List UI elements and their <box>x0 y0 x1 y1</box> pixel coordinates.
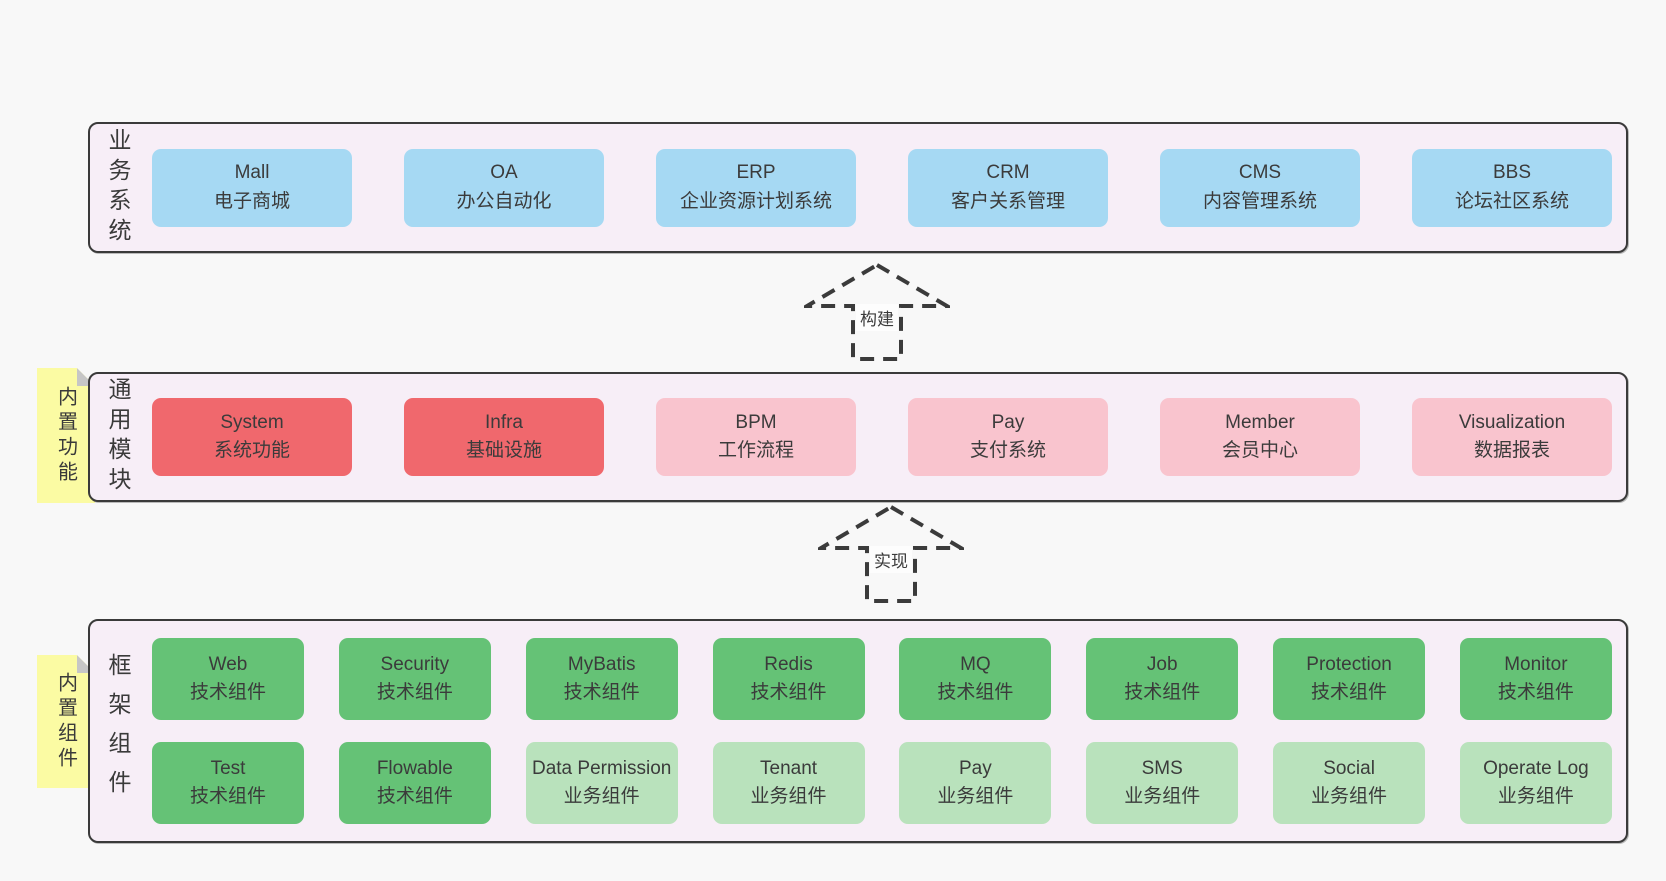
node-subtitle: 技术组件 <box>937 682 1014 703</box>
node-subtitle: 技术组件 <box>1497 682 1574 703</box>
node-title: Web <box>208 653 248 675</box>
node-title: Member <box>1225 411 1295 433</box>
node-title: Tenant <box>760 757 818 779</box>
node-pay-component: Pay 业务组件 <box>899 742 1052 824</box>
node-bbs: BBS 论坛社区系统 <box>1412 148 1612 227</box>
node-subtitle: 电子商城 <box>213 190 290 212</box>
node-title: Test <box>210 757 246 779</box>
node-title: OA <box>490 162 518 183</box>
sticky-note-built-in-features: 内置功能 <box>37 368 95 503</box>
node-title: BPM <box>735 411 777 433</box>
layer-label-business-systems: 业务系统 <box>105 127 131 248</box>
node-title: BBS <box>1492 162 1532 183</box>
node-subtitle: 业务组件 <box>750 786 827 807</box>
sticky-note-text: 内置组件 <box>54 671 77 772</box>
node-crm: CRM 客户关系管理 <box>908 148 1108 227</box>
node-subtitle: 内容管理系统 <box>1202 190 1317 212</box>
node-visualization: Visualization 数据报表 <box>1412 398 1612 476</box>
node-subtitle: 业务组件 <box>1497 786 1574 807</box>
node-subtitle: 业务组件 <box>1311 786 1388 807</box>
node-title: Infra <box>484 411 524 433</box>
layer-label-common-modules: 通用模块 <box>105 377 131 497</box>
common-modules-layer: 通用模块 System 系统功能 Infra 基础设施 BPM 工作流程 Pay… <box>88 372 1628 502</box>
node-subtitle: 企业资源计划系统 <box>679 190 832 212</box>
build-arrow: 构建 <box>804 262 950 362</box>
node-subtitle: 会员中心 <box>1221 440 1298 461</box>
node-subtitle: 业务组件 <box>563 786 640 807</box>
node-subtitle: 技术组件 <box>1124 682 1201 703</box>
node-oa: OA 办公自动化 <box>404 148 604 227</box>
layer-label-framework-components: 框架组件 <box>105 653 131 809</box>
node-title: Security <box>380 653 450 675</box>
node-mq: MQ 技术组件 <box>899 638 1052 720</box>
node-title: Protection <box>1306 653 1392 675</box>
node-flowable: Flowable 技术组件 <box>338 742 491 824</box>
node-job: Job 技术组件 <box>1086 638 1239 720</box>
node-title: CRM <box>986 162 1030 183</box>
node-title: Data Permission <box>531 757 672 779</box>
node-title: Social <box>1323 757 1375 779</box>
node-bpm: BPM 工作流程 <box>656 398 856 476</box>
node-sms: SMS 业务组件 <box>1086 742 1239 824</box>
node-title: MQ <box>960 653 991 675</box>
node-title: MyBatis <box>567 653 636 675</box>
node-subtitle: 技术组件 <box>750 682 827 703</box>
implement-arrow: 实现 <box>818 504 964 604</box>
node-pay-system: Pay 支付系统 <box>908 398 1108 476</box>
arrow-label: 实现 <box>870 546 912 573</box>
node-subtitle: 技术组件 <box>1311 682 1388 703</box>
node-protection: Protection 技术组件 <box>1273 638 1426 720</box>
node-subtitle: 技术组件 <box>376 682 453 703</box>
node-subtitle: 支付系统 <box>969 440 1046 461</box>
arrow-label: 构建 <box>856 304 898 331</box>
node-title: CMS <box>1238 162 1282 183</box>
node-title: Operate Log <box>1483 757 1589 779</box>
node-subtitle: 技术组件 <box>563 682 640 703</box>
node-title: System <box>220 411 284 433</box>
node-tenant: Tenant 业务组件 <box>712 742 865 824</box>
node-title: Mall <box>234 162 270 183</box>
node-infra: Infra 基础设施 <box>404 398 604 476</box>
node-title: Pay <box>959 757 992 779</box>
node-title: Redis <box>764 653 813 675</box>
node-subtitle: 系统功能 <box>213 440 290 461</box>
node-mybatis: MyBatis 技术组件 <box>525 638 678 720</box>
node-title: ERP <box>736 162 776 183</box>
sticky-note-text: 内置功能 <box>54 385 77 486</box>
node-title: Flowable <box>376 757 453 779</box>
node-mall: Mall 电子商城 <box>152 148 352 227</box>
node-subtitle: 技术组件 <box>189 786 266 807</box>
node-subtitle: 技术组件 <box>189 682 266 703</box>
node-test: Test 技术组件 <box>152 742 304 824</box>
node-subtitle: 工作流程 <box>717 440 794 461</box>
node-data-permission: Data Permission 业务组件 <box>525 742 678 824</box>
node-subtitle: 客户关系管理 <box>950 190 1065 212</box>
node-subtitle: 论坛社区系统 <box>1454 190 1569 212</box>
node-social: Social 业务组件 <box>1273 742 1426 824</box>
node-operate-log: Operate Log 业务组件 <box>1459 742 1612 824</box>
node-subtitle: 办公自动化 <box>456 190 552 212</box>
sticky-note-built-in-components: 内置组件 <box>37 655 95 788</box>
node-subtitle: 业务组件 <box>937 786 1014 807</box>
node-title: Job <box>1146 653 1178 675</box>
node-security: Security 技术组件 <box>338 638 491 720</box>
node-subtitle: 基础设施 <box>465 440 542 461</box>
node-member: Member 会员中心 <box>1160 398 1360 476</box>
node-cms: CMS 内容管理系统 <box>1160 148 1360 227</box>
node-web: Web 技术组件 <box>152 638 304 720</box>
node-subtitle: 业务组件 <box>1124 786 1201 807</box>
node-subtitle: 数据报表 <box>1473 440 1550 461</box>
node-title: SMS <box>1141 757 1183 779</box>
node-subtitle: 技术组件 <box>376 786 453 807</box>
node-erp: ERP 企业资源计划系统 <box>656 148 856 227</box>
node-redis: Redis 技术组件 <box>712 638 865 720</box>
business-systems-layer: 业务系统 Mall 电子商城 OA 办公自动化 ERP 企业资源计划系统 CRM… <box>88 122 1628 253</box>
node-title: Pay <box>991 411 1025 433</box>
node-system: System 系统功能 <box>152 398 352 476</box>
node-monitor: Monitor 技术组件 <box>1459 638 1612 720</box>
node-title: Monitor <box>1504 653 1568 675</box>
framework-components-layer: 框架组件 Web 技术组件 Security 技术组件 MyBatis 技术组件… <box>88 619 1628 843</box>
node-title: Visualization <box>1458 411 1566 433</box>
